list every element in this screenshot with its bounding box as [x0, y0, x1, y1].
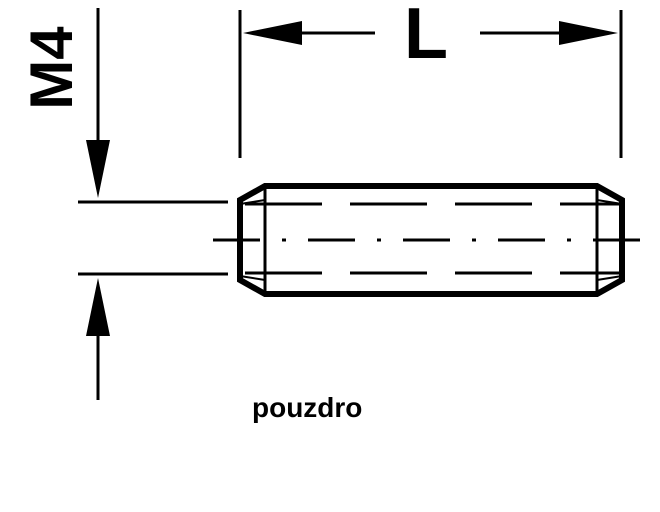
sleeve-body [213, 183, 645, 297]
arrow-down-icon [86, 140, 110, 198]
arrow-left-icon [243, 21, 302, 45]
length-label: L [404, 0, 448, 74]
arrow-up-icon [86, 278, 110, 336]
arrow-right-icon [559, 21, 618, 45]
diameter-dimension [78, 8, 228, 400]
thread-size-label: M4 [18, 26, 85, 110]
caption: pouzdro [252, 392, 363, 423]
length-dimension [238, 10, 623, 158]
